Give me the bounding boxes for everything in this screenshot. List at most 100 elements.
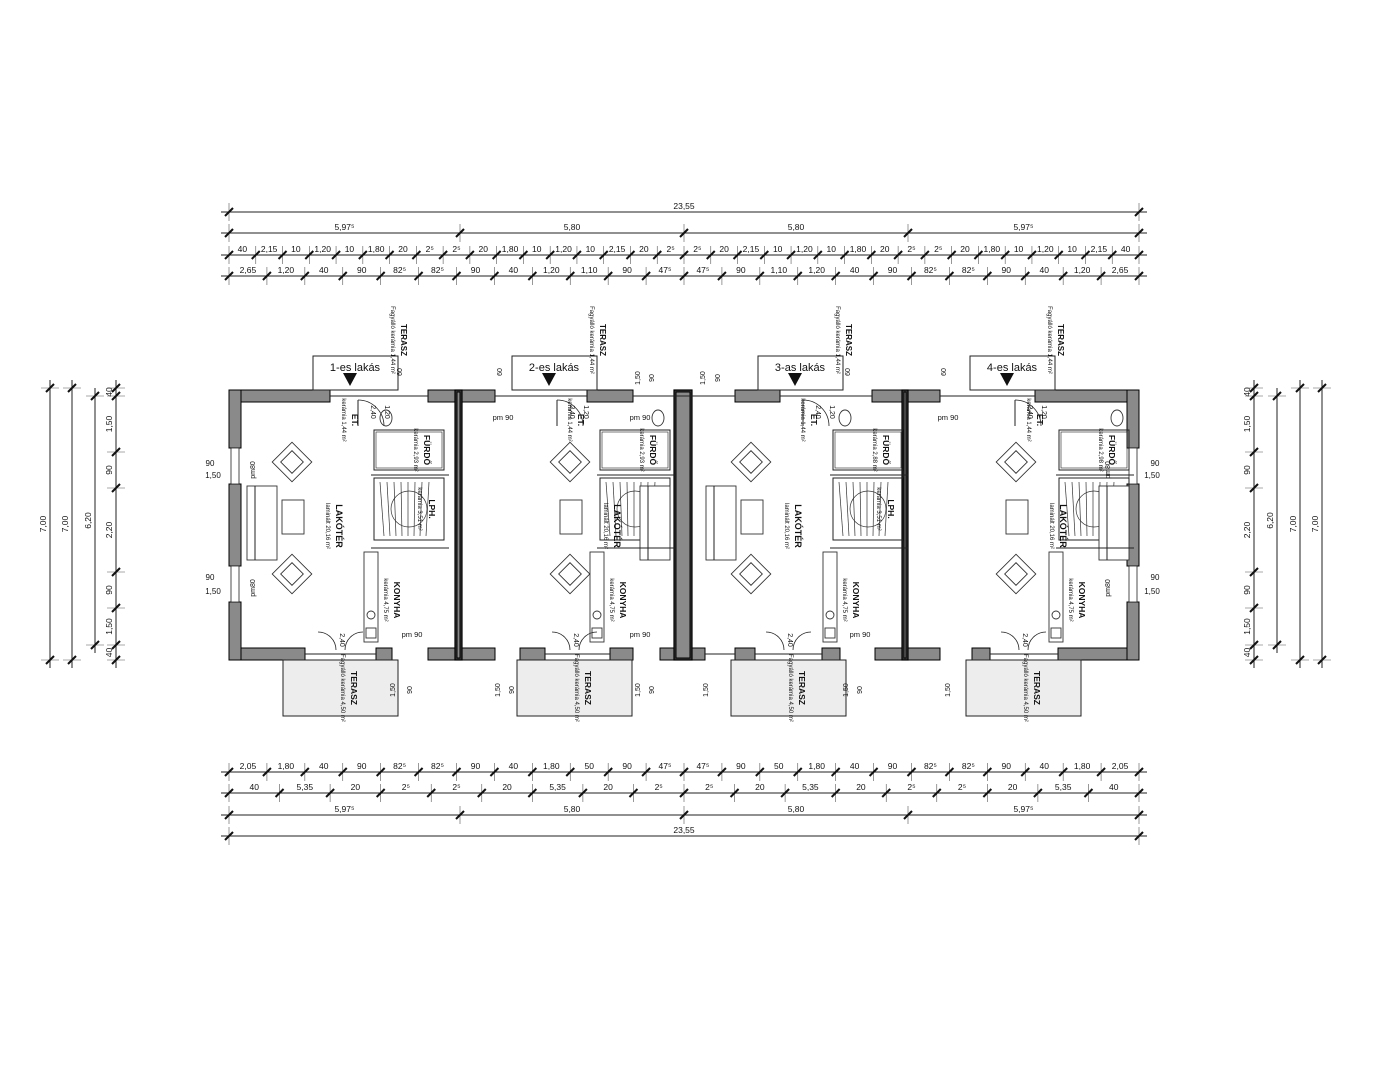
dimension-tick	[224, 271, 234, 281]
bathroom-sub: kerámia 2,93 m²	[638, 428, 644, 471]
dimension-tick	[786, 250, 796, 260]
dimension-tick	[679, 767, 689, 777]
dimension-label: 90	[715, 374, 722, 382]
window	[230, 447, 240, 485]
dimension-tick	[413, 767, 424, 777]
dimension-label: 2⁵	[934, 244, 942, 254]
terasz-top-sub: Fagyálló kerámia 1,44 m²	[588, 306, 594, 374]
dimension-tick	[755, 767, 765, 777]
dimension-label: 2⁵	[402, 782, 410, 792]
dimension-label: 5,35	[802, 782, 819, 792]
dimension-tick	[1272, 640, 1282, 650]
dimension-tick	[325, 788, 335, 798]
dimension-label: 90	[649, 686, 656, 694]
dimension-label: 2,40	[338, 633, 345, 647]
table-icon	[740, 499, 764, 535]
dimension-tick	[1249, 447, 1259, 457]
dimension-label: pm 90	[938, 413, 959, 422]
dimension-tick	[111, 447, 121, 457]
dimension-tick	[1295, 655, 1305, 665]
dimension-tick	[679, 810, 689, 820]
dimension-label: 1,20	[383, 405, 390, 419]
dimension-tick	[331, 250, 341, 260]
dimension-label: 1,80	[368, 244, 385, 254]
dimension-tick	[111, 483, 121, 493]
dimension-tick	[1317, 655, 1327, 665]
entrance-arrow-icon	[542, 373, 556, 386]
dimension-label: 40	[850, 761, 860, 771]
dimension-label: pm 90	[630, 413, 651, 422]
dimension-tick	[1295, 383, 1305, 393]
unit-label: 2-es lakás	[529, 362, 580, 374]
bathroom-label: FÜRDŐ	[881, 435, 892, 466]
dimension-tick	[527, 271, 538, 281]
exterior-wall	[519, 647, 546, 661]
dimension-label: 2⁵	[958, 782, 966, 792]
dimension-label: 90	[206, 573, 215, 582]
exterior-wall	[228, 483, 242, 567]
lakoter-label: LAKÓTÉR	[1058, 504, 1069, 548]
dimension-tick	[813, 250, 823, 260]
dimension-label: 10	[773, 244, 783, 254]
dimension-label: 90	[1151, 459, 1160, 468]
exterior-wall	[1034, 389, 1140, 403]
dimension-label: 6,20	[1265, 512, 1275, 529]
dimension-label: 47⁵	[659, 265, 672, 275]
bathroom-inner	[375, 431, 443, 469]
door-swing	[802, 399, 830, 427]
bathroom-sub: kerámia 2,98 m²	[1097, 428, 1103, 471]
stair-step	[859, 481, 862, 537]
dimension-label: 1,10	[771, 265, 788, 275]
dimension-tick	[1249, 483, 1259, 493]
stove-icon	[591, 627, 603, 639]
dimension-tick	[1249, 655, 1259, 665]
dimension-label: 1,20	[314, 244, 331, 254]
dimension-label: 90	[471, 265, 481, 275]
dimension-label: 40	[1109, 782, 1119, 792]
dimension-tick	[477, 788, 487, 798]
dimension-label: 20	[502, 782, 512, 792]
dimension-label: 47⁵	[696, 761, 709, 771]
entrance-arrow-icon	[788, 373, 802, 386]
dimension-label: 60	[397, 368, 404, 376]
dimension-tick	[1249, 640, 1259, 650]
dimension-label: 1,20	[808, 265, 825, 275]
stair-step	[379, 481, 385, 537]
stove-icon	[365, 627, 377, 639]
dimension-tick	[90, 391, 100, 401]
stair-step	[425, 481, 430, 537]
dimension-tick	[224, 228, 234, 238]
dimension-label: 1,50	[635, 683, 642, 697]
dimension-tick	[45, 383, 55, 393]
dimension-label: 1,10	[581, 265, 598, 275]
door-swing	[765, 631, 785, 651]
dimension-tick	[1000, 250, 1010, 260]
terasz-bottom-label: TERASZ	[797, 671, 807, 705]
dimension-label: 2,40	[1021, 633, 1028, 647]
dimension-tick	[1249, 567, 1259, 577]
konyha-sub: kerámia 4,75 m²	[608, 578, 614, 621]
dimension-label: 20	[639, 244, 649, 254]
dimension-tick	[679, 271, 689, 281]
stair-step	[619, 481, 623, 537]
dimension-label: 50	[584, 761, 594, 771]
stair-step	[845, 481, 850, 537]
dimension-label: 2⁵	[426, 244, 434, 254]
dimension-tick	[1134, 228, 1144, 238]
dimension-label: 2⁵	[907, 782, 915, 792]
dimension-tick	[1053, 250, 1064, 260]
armchair-seat	[558, 562, 582, 586]
stair-step	[838, 481, 844, 537]
dimension-label: 5,97⁵	[1013, 804, 1033, 814]
dimension-tick	[1058, 271, 1068, 281]
dimension-tick	[706, 250, 716, 260]
door-swing	[556, 399, 584, 427]
dimension-tick	[893, 250, 903, 260]
dimension-label: 47⁵	[696, 265, 709, 275]
dimension-tick	[603, 271, 613, 281]
